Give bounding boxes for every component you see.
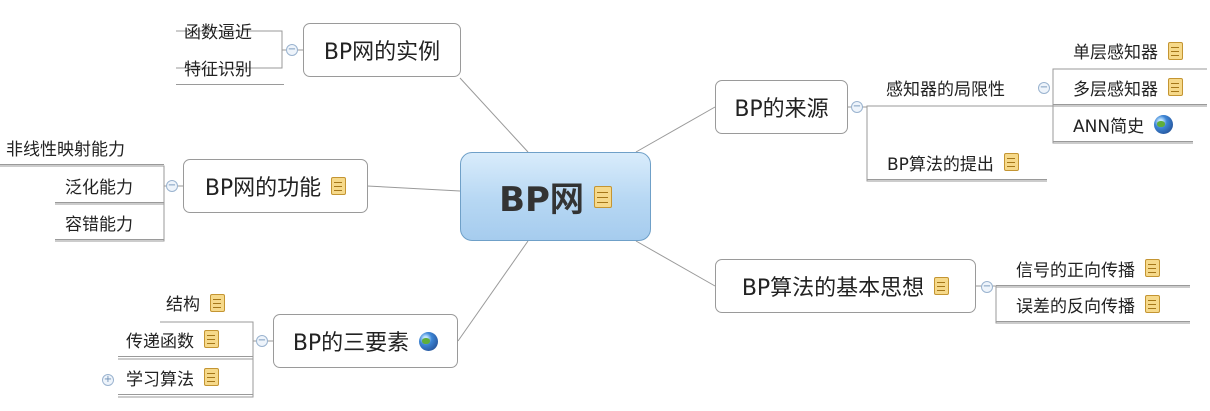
subtopic[interactable]: 单层感知器 bbox=[1053, 33, 1207, 68]
subtopic-proposal[interactable]: BP算法的提出 bbox=[867, 145, 1047, 180]
topic-label: BP的来源 bbox=[734, 97, 829, 122]
note-icon[interactable] bbox=[204, 368, 219, 386]
subtopic-label: 感知器的局限性 bbox=[886, 80, 1005, 100]
note-icon[interactable] bbox=[210, 293, 225, 312]
subtopic-label: 非线性映射能力 bbox=[6, 139, 125, 160]
subtopic-label: 结构 bbox=[166, 295, 200, 315]
subtopic-label: BP算法的提出 bbox=[887, 154, 994, 175]
subtopic-label: 函数逼近 bbox=[184, 23, 252, 43]
subtopic[interactable]: 误差的反向传播 bbox=[996, 287, 1190, 322]
note-icon[interactable] bbox=[1168, 78, 1183, 96]
topic-label: BP的三要素 bbox=[292, 331, 410, 356]
collapse-toggle[interactable]: − bbox=[166, 180, 178, 192]
central-topic[interactable]: BP网 bbox=[460, 152, 651, 241]
central-topic-label: BP网 bbox=[499, 180, 584, 220]
subtopic-label: 信号的正向传播 bbox=[1016, 260, 1135, 281]
note-icon[interactable] bbox=[934, 277, 950, 295]
subtopic[interactable]: 多层感知器 bbox=[1053, 70, 1207, 105]
subtopic[interactable]: 信号的正向传播 bbox=[996, 251, 1190, 286]
subtopic[interactable]: ANN简史 bbox=[1053, 107, 1193, 142]
globe-icon[interactable] bbox=[1154, 114, 1174, 134]
subtopic[interactable]: 泛化能力 bbox=[55, 168, 164, 203]
note-icon[interactable] bbox=[1003, 153, 1019, 171]
subtopic-label: 容错能力 bbox=[65, 214, 133, 235]
subtopic-label: 多层感知器 bbox=[1073, 79, 1158, 100]
subtopic-label: 泛化能力 bbox=[65, 177, 133, 198]
subtopic[interactable]: 学习算法 bbox=[118, 360, 253, 395]
collapse-toggle[interactable]: − bbox=[286, 44, 298, 56]
subtopic[interactable]: 容错能力 bbox=[55, 205, 164, 240]
topic-label: BP网的实例 bbox=[323, 40, 441, 65]
subtopic[interactable]: 函数逼近 bbox=[176, 13, 272, 48]
subtopic-limitations[interactable]: 感知器的局限性 bbox=[880, 70, 1035, 105]
topic-function[interactable]: BP网的功能 bbox=[183, 159, 368, 213]
topic-label: BP网的功能 bbox=[204, 176, 322, 201]
topic-three-elements[interactable]: BP的三要素 bbox=[273, 314, 458, 368]
note-icon[interactable] bbox=[1145, 295, 1160, 313]
note-icon[interactable] bbox=[204, 330, 219, 348]
collapse-toggle[interactable]: − bbox=[1038, 82, 1050, 94]
subtopic[interactable]: 传递函数 bbox=[118, 322, 253, 357]
note-icon[interactable] bbox=[593, 185, 612, 208]
subtopic[interactable]: 结构 bbox=[160, 285, 240, 320]
subtopic-label: 传递函数 bbox=[126, 331, 194, 352]
topic-instances[interactable]: BP网的实例 bbox=[303, 23, 461, 77]
topic-label: BP算法的基本思想 bbox=[741, 276, 925, 301]
subtopic-label: 特征识别 bbox=[184, 59, 252, 80]
topic-basic-idea[interactable]: BP算法的基本思想 bbox=[715, 259, 976, 313]
note-icon[interactable] bbox=[1145, 259, 1160, 277]
note-icon[interactable] bbox=[1168, 41, 1183, 60]
subtopic-label: 误差的反向传播 bbox=[1016, 296, 1135, 317]
subtopic[interactable]: 特征识别 bbox=[176, 50, 284, 85]
note-icon[interactable] bbox=[331, 177, 347, 195]
topic-origin[interactable]: BP的来源 bbox=[715, 80, 848, 134]
subtopic-label: ANN简史 bbox=[1073, 116, 1145, 137]
globe-icon[interactable] bbox=[419, 331, 439, 351]
subtopic[interactable]: 非线性映射能力 bbox=[0, 130, 164, 165]
collapse-toggle[interactable]: − bbox=[851, 101, 863, 113]
expand-toggle[interactable]: + bbox=[102, 374, 114, 386]
subtopic-label: 单层感知器 bbox=[1073, 43, 1158, 63]
subtopic-label: 学习算法 bbox=[126, 369, 194, 390]
collapse-toggle[interactable]: − bbox=[256, 335, 268, 347]
collapse-toggle[interactable]: − bbox=[981, 281, 993, 293]
